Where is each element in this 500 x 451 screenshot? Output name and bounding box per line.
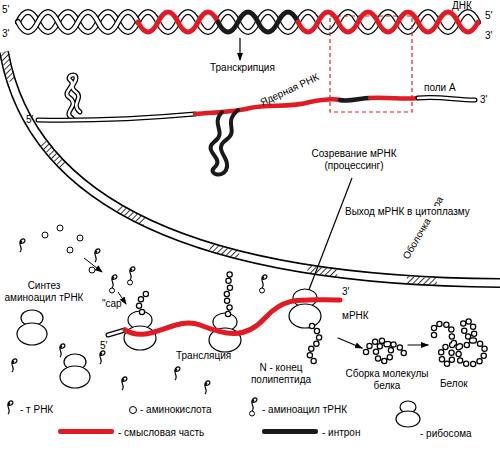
polypeptide [338, 338, 362, 348]
label: 3' [480, 94, 487, 106]
polypeptide [433, 321, 484, 364]
label: Трансляция [176, 350, 231, 362]
label: 3' [342, 286, 349, 298]
cytoplasm-molecules [67, 247, 73, 253]
cytoplasm-molecules [60, 344, 65, 357]
polypeptide [139, 294, 146, 312]
cytoplasm-molecules [100, 351, 105, 364]
dna-helix [218, 12, 298, 32]
label: Синтез аминоацил тРНК [2, 280, 86, 304]
mrna [108, 330, 125, 335]
cytoplasm-molecules [205, 381, 210, 394]
mrna [108, 330, 125, 335]
nuclear-rna [67, 75, 80, 118]
nuclear-envelope [4, 52, 500, 283]
dna-helix [18, 12, 478, 32]
label: Созревание мРНК (процессинг) [298, 148, 410, 172]
label: 3' [2, 28, 9, 40]
polypeptide [366, 341, 404, 361]
cytoplasm-molecules [128, 267, 135, 285]
legend-swatch [58, 429, 114, 434]
nuclear-rna [340, 98, 370, 101]
cytoplasm-molecules [175, 367, 180, 380]
cytoplasm-molecules [20, 239, 25, 252]
nuclear-rna [418, 97, 475, 100]
export-arrow [305, 178, 352, 300]
mrna [108, 300, 340, 335]
cytoplasm-molecules [12, 225, 267, 394]
dna-helix [298, 12, 478, 32]
nuclear-rna [370, 96, 418, 101]
polypeptide [226, 274, 230, 314]
polypeptide [310, 326, 319, 364]
label: 5' [485, 10, 492, 22]
nuclear-rna [67, 75, 80, 118]
cytoplasm-molecules [122, 377, 127, 390]
cytoplasm-molecules [77, 235, 83, 241]
label: Транскрипция [210, 62, 275, 74]
nuclear-rna [418, 97, 475, 100]
polypeptide [366, 341, 404, 361]
dna-helix [18, 12, 138, 32]
ribosomes [17, 289, 321, 388]
label: поли А [424, 82, 456, 94]
nuclear-envelope [4, 52, 500, 283]
label: 3' [485, 30, 492, 42]
polypeptide [139, 274, 485, 364]
cytoplasm-molecules [42, 232, 48, 238]
label: Оболочка ядра [400, 194, 446, 261]
ribosomes [289, 304, 321, 328]
label: Сборка молекулы белка [345, 368, 429, 392]
label: 5' [26, 114, 33, 126]
nuclear-envelope [4, 52, 500, 283]
legend-text: - смысловая часть [118, 427, 204, 439]
nuclear-rna [38, 114, 195, 120]
legend-icons [130, 407, 137, 414]
polypeptide [433, 321, 484, 364]
legend-text: - аминокислота [140, 404, 212, 416]
cytoplasm-molecules [95, 249, 100, 262]
legend-icons [250, 398, 257, 416]
mrna [125, 300, 340, 335]
nuclear-rna [38, 114, 195, 120]
label: мРНК [342, 310, 369, 322]
legend-icons [8, 398, 420, 427]
legend-text: - интрон [322, 427, 360, 439]
nuclear-rna [211, 110, 238, 174]
legend-swatch [262, 429, 318, 434]
dna-helix [18, 12, 478, 32]
cytoplasm-molecules [110, 275, 117, 293]
nuclear-envelope [4, 52, 500, 283]
polypeptide [408, 344, 428, 345]
label: Белок [440, 378, 468, 390]
legend-icons [8, 401, 13, 414]
cytoplasm-molecules [12, 359, 17, 372]
polypeptide [310, 326, 319, 364]
dna-helix [138, 12, 218, 32]
polypeptide [226, 274, 230, 314]
ribosomes [60, 366, 90, 388]
dna-helix [18, 12, 478, 32]
polypeptide [139, 294, 146, 312]
label: 5' [100, 340, 107, 352]
cytoplasm-molecules [260, 275, 267, 293]
label: N - конец полипептида [248, 362, 314, 386]
label: ДНК [452, 0, 472, 12]
legend-icons [396, 411, 420, 427]
label: 5' [2, 4, 9, 16]
legend-text: - аминоацил тРНК [262, 404, 347, 416]
cytoplasm-molecules [57, 225, 63, 231]
ribosomes [17, 323, 47, 345]
cytoplasm-molecules [84, 258, 102, 272]
cytoplasm-molecules [89, 267, 95, 273]
legend-text: - рибосома [420, 428, 472, 440]
dna-helix [18, 12, 138, 32]
label: Выход мРНК в цитоплазму [345, 206, 470, 218]
transcription-arrow [239, 38, 240, 60]
label: "cap" [102, 298, 125, 310]
legend-text: - т РНК [20, 404, 53, 416]
nuclear-rna [38, 75, 475, 175]
